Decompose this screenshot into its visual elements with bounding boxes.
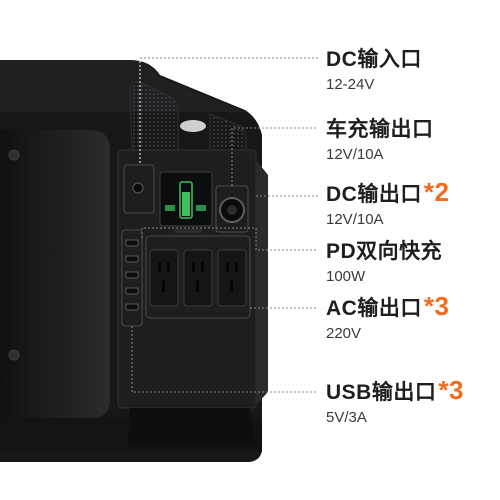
callout-lines <box>131 57 318 393</box>
label-usb-output-mult: *3 <box>438 375 464 405</box>
label-usb-output-title: USB输出口 <box>326 381 437 404</box>
label-dc-output-title: DC输出口 <box>326 183 422 206</box>
label-car-charger: 车充输出口 12V/10A <box>326 115 436 164</box>
label-ac-output-mult: *3 <box>423 291 450 321</box>
label-dc-input-title: DC输入口 <box>326 48 422 71</box>
ac-outlet-2 <box>183 249 213 307</box>
car-charger-port <box>215 185 249 233</box>
label-usb-output: USB输出口*3 5V/3A <box>326 375 464 427</box>
lcd-display <box>159 171 213 233</box>
label-ac-output-spec: 220V <box>326 325 362 342</box>
label-car-charger-spec: 12V/10A <box>326 146 384 163</box>
ac-outlet-3 <box>217 249 247 307</box>
battery-fill <box>182 192 190 216</box>
label-ac-output-title: AC输出口 <box>326 297 422 320</box>
label-dc-output: DC输出口*2 12V/10A <box>326 177 450 229</box>
label-dc-input-spec: 12-24V <box>326 76 375 93</box>
label-dc-output-mult: *2 <box>423 177 450 207</box>
ac-outlet-group <box>145 235 251 319</box>
ac-outlet-1 <box>149 249 179 307</box>
label-pd-spec: 100W <box>326 268 366 285</box>
label-ac-output: AC输出口*3 220V <box>326 291 450 343</box>
dc-input-port <box>123 164 155 214</box>
label-pd-fast-charge: PD双向快充 100W <box>326 237 444 286</box>
label-pd-title: PD双向快充 <box>326 240 443 263</box>
label-dc-input: DC输入口 12-24V <box>326 45 424 94</box>
label-car-charger-title: 车充输出口 <box>326 118 434 141</box>
label-dc-output-spec: 12V/10A <box>326 211 384 228</box>
label-usb-output-spec: 5V/3A <box>326 409 367 426</box>
